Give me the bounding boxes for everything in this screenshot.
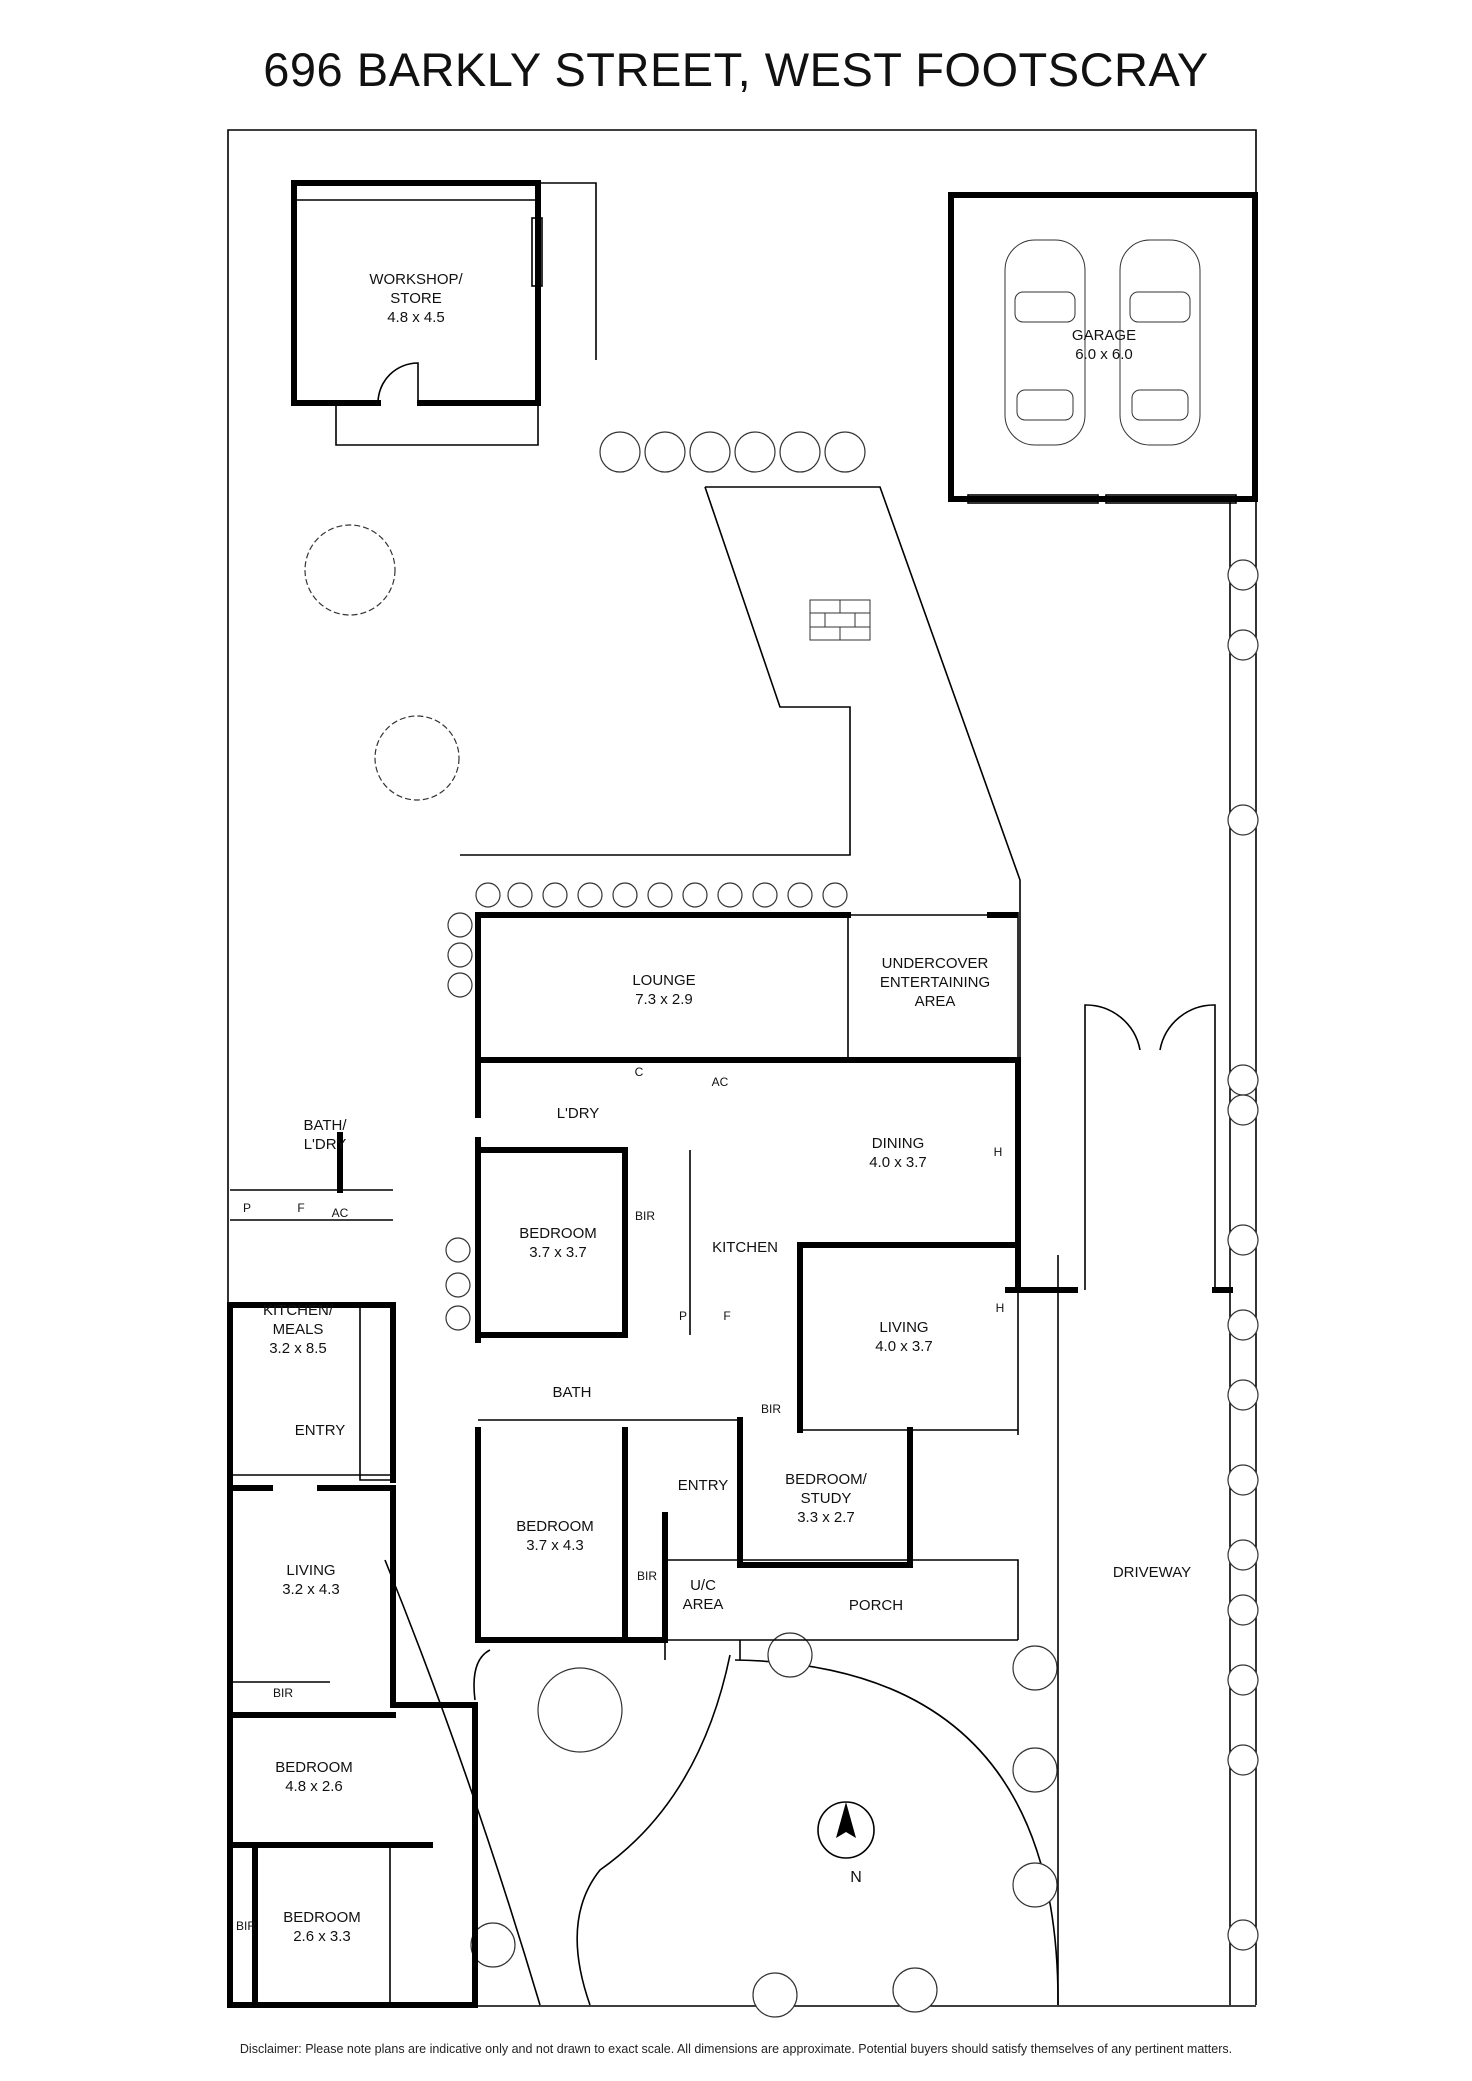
porch-area — [473, 1559, 1019, 1701]
workshop-building — [291, 180, 597, 446]
fridge-label: F — [297, 1201, 304, 1215]
bedroom-study-label-1: BEDROOM/ — [785, 1471, 868, 1488]
room-labels: WORKSHOP/ STORE 4.8 x 4.5 GARAGE 6.0 x 6… — [263, 271, 1191, 1945]
car-icon — [1119, 239, 1201, 446]
shrub-row — [445, 431, 866, 1331]
paver-icon — [809, 599, 871, 641]
uc-area-label-1: U/C — [690, 1577, 716, 1594]
uc-area-label-2: AREA — [683, 1596, 724, 1613]
bir-label: BIR — [761, 1402, 781, 1416]
porch-label: PORCH — [849, 1597, 903, 1614]
living-right-label: LIVING — [879, 1319, 928, 1336]
undercover-label-1: UNDERCOVER — [882, 955, 989, 972]
garage-dims: 6.0 x 6.0 — [1075, 346, 1133, 363]
bedroom-a-label: BEDROOM — [519, 1225, 597, 1242]
garage-label: GARAGE — [1072, 327, 1136, 344]
disclaimer-text: Disclaimer: Please note plans are indica… — [239, 2042, 1233, 2056]
bedroom-study-dims: 3.3 x 2.7 — [797, 1509, 855, 1526]
lounge-label: LOUNGE — [632, 972, 695, 989]
garage-building — [948, 192, 1258, 504]
bedroom-d-label: BEDROOM — [283, 1909, 361, 1926]
bir-label: BIR — [637, 1569, 657, 1583]
bedroom-b-dims: 3.7 x 4.3 — [526, 1537, 584, 1554]
heater-label: H — [994, 1145, 1003, 1159]
workshop-label-1: WORKSHOP/ — [369, 271, 463, 288]
undercover-label-3: AREA — [915, 993, 956, 1010]
driveway-label: DRIVEWAY — [1113, 1564, 1191, 1581]
kitchen-label: KITCHEN — [712, 1239, 778, 1256]
bath-ldry-label-2: L'DRY — [304, 1136, 347, 1153]
bedroom-b-label: BEDROOM — [516, 1518, 594, 1535]
bedroom-d-dims: 2.6 x 3.3 — [293, 1928, 351, 1945]
page-title: 696 BARKLY STREET, WEST FOOTSCRAY — [263, 43, 1209, 96]
cupboard-label: C — [635, 1065, 644, 1079]
bedroom-a-dims: 3.7 x 3.7 — [529, 1244, 587, 1261]
house-walls — [227, 912, 1233, 2008]
heater-label: H — [996, 1301, 1005, 1315]
bir-label: BIR — [236, 1919, 256, 1933]
tree-icon — [304, 524, 1259, 2018]
kitchen-meals-dims: 3.2 x 8.5 — [269, 1340, 327, 1357]
north-label: N — [850, 1869, 862, 1886]
bedroom-c-dims: 4.8 x 2.6 — [285, 1778, 343, 1795]
ac-label: AC — [712, 1075, 729, 1089]
ac-label: AC — [332, 1206, 349, 1220]
living-right-dims: 4.0 x 3.7 — [875, 1338, 933, 1355]
car-icon — [1004, 239, 1086, 446]
living-left-label: LIVING — [286, 1562, 335, 1579]
bir-label: BIR — [273, 1686, 293, 1700]
kitchen-meals-label-1: KITCHEN/ — [263, 1302, 334, 1319]
fixture-labels: P F AC C AC H H BIR P F BIR BIR BIR BIR — [236, 1065, 1004, 1933]
site-boundary — [227, 129, 1257, 2007]
pantry-label: P — [243, 1201, 251, 1215]
living-left-dims: 3.2 x 4.3 — [282, 1581, 340, 1598]
north-arrow-icon: N — [817, 1801, 875, 1886]
pantry-label: P — [679, 1309, 687, 1323]
undercover-label-2: ENTERTAINING — [880, 974, 990, 991]
bedroom-c-label: BEDROOM — [275, 1759, 353, 1776]
bath-label: BATH — [553, 1384, 592, 1401]
fridge-label: F — [723, 1309, 730, 1323]
bath-ldry-label-1: BATH/ — [303, 1117, 347, 1134]
lounge-dims: 7.3 x 2.9 — [635, 991, 693, 1008]
workshop-dims: 4.8 x 4.5 — [387, 309, 445, 326]
bir-label: BIR — [635, 1209, 655, 1223]
dining-dims: 4.0 x 3.7 — [869, 1154, 927, 1171]
ldry-label: L'DRY — [557, 1105, 600, 1122]
kitchen-meals-label-2: MEALS — [273, 1321, 324, 1338]
garden-paths — [384, 486, 1059, 2006]
entry-mid-label: ENTRY — [678, 1477, 729, 1494]
bedroom-study-label-2: STUDY — [801, 1490, 852, 1507]
dining-label: DINING — [872, 1135, 925, 1152]
entry-left-label: ENTRY — [295, 1422, 346, 1439]
workshop-label-2: STORE — [390, 290, 441, 307]
